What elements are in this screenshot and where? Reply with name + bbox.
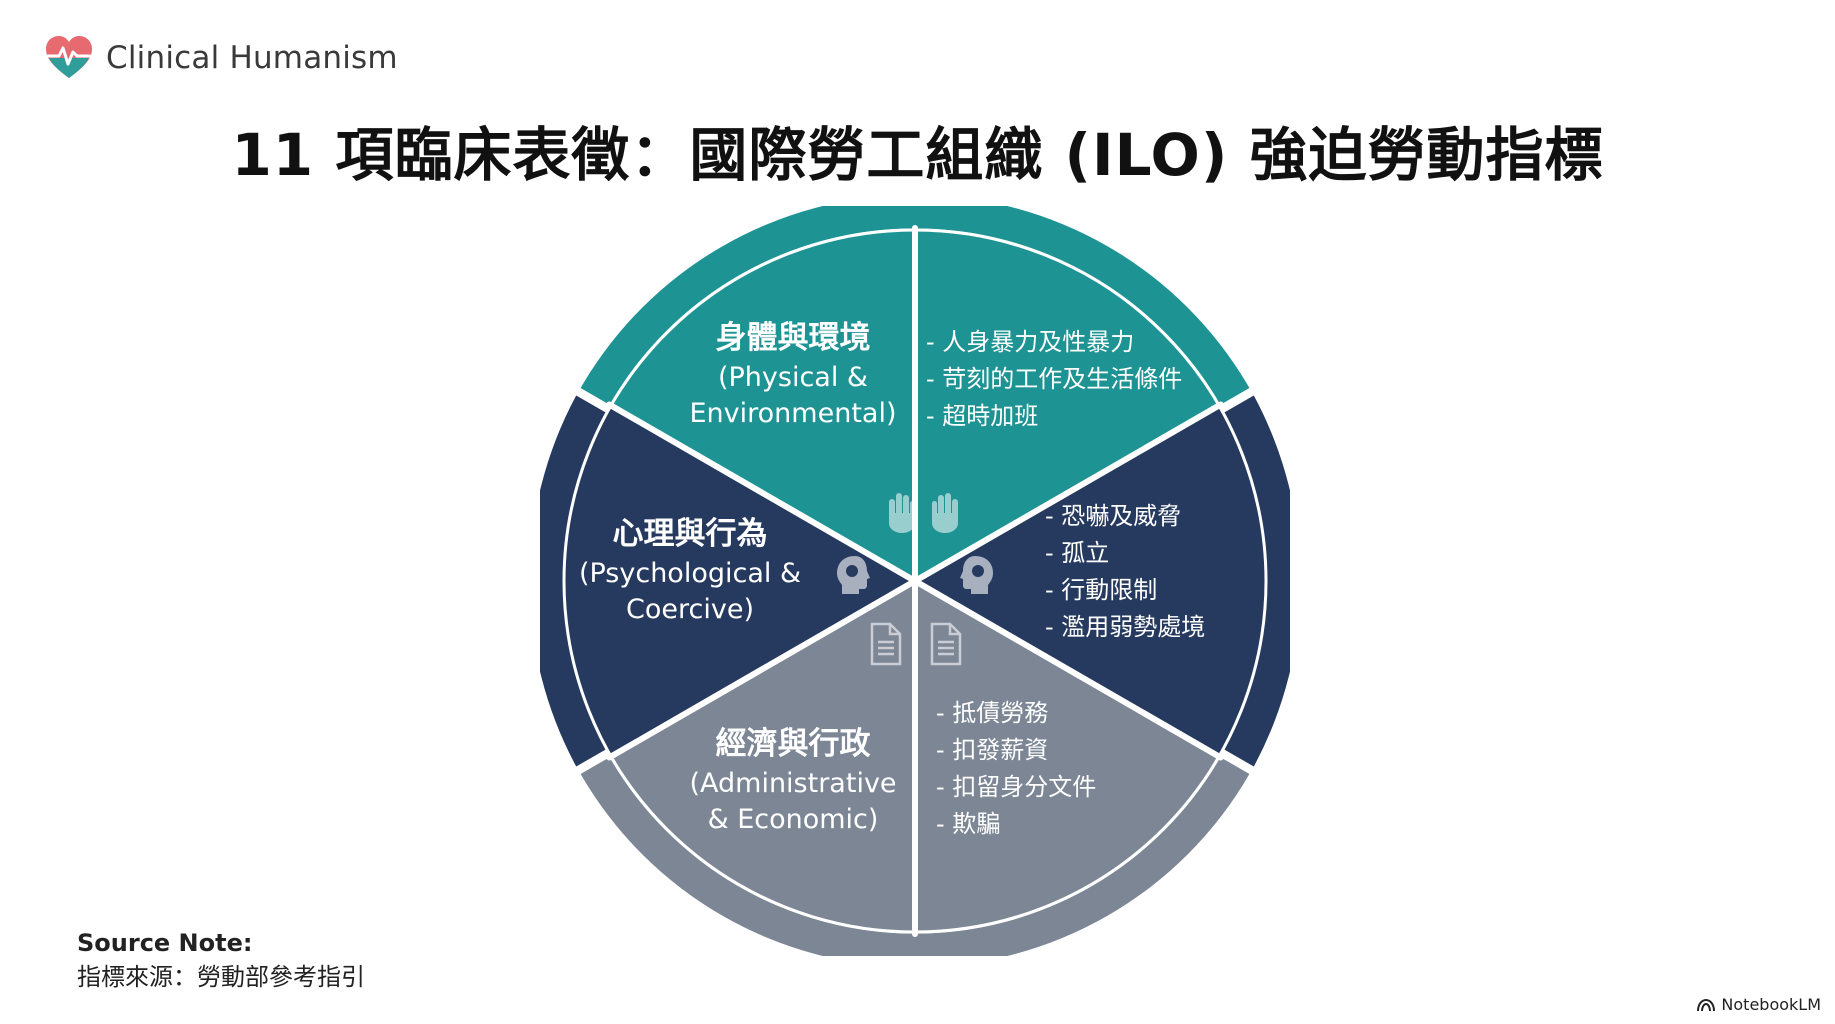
source-note-heading: Source Note: [77,929,253,957]
ilo-indicator-wheel: 身體與環境 (Physical & Environmental) 心理與行為 (… [540,206,1290,956]
category-economic-en-1: (Administrative [689,768,896,799]
economic-item-2: - 扣發薪資 [936,736,1048,764]
category-physical-en-1: (Physical & [718,362,868,393]
outer-arc-economic [580,757,1250,956]
category-psychological-en-1: (Psychological & [579,558,801,589]
category-economic-zh: 經濟與行政 [716,726,871,762]
footer-label: NotebookLM [1721,995,1821,1014]
physical-item-1: - 人身暴力及性暴力 [926,328,1134,356]
psychological-item-1: - 恐嚇及威脅 [1045,502,1181,530]
sector-dividers [606,225,1224,937]
source-note: Source Note: 指標來源：勞動部參考指引 [77,926,365,994]
physical-item-2: - 苛刻的工作及生活條件 [926,365,1182,393]
category-psychological-zh: 心理與行為 [613,516,768,552]
sector-physical-left [611,231,915,581]
brand-name: Clinical Humanism [106,40,398,76]
sector-economic-right [915,581,1219,931]
economic-item-1: - 抵債勞務 [936,699,1048,727]
economic-item-4: - 欺騙 [936,810,1000,838]
category-economic-en-2: & Economic) [708,804,879,835]
psychological-item-3: - 行動限制 [1045,576,1157,604]
source-note-text: 指標來源：勞動部參考指引 [77,963,365,991]
category-psychological-en-2: Coercive) [626,594,754,625]
page-title: 11 項臨床表徵：國際勞工組織 (ILO) 強迫勞動指標 [231,121,1604,189]
notebooklm-icon [1697,998,1716,1011]
brand: Clinical Humanism [44,34,398,82]
head-brain-icon [960,556,993,594]
psychological-item-2: - 孤立 [1045,539,1109,567]
psychological-item-4: - 濫用弱勢處境 [1045,613,1205,641]
sector-psychological-right [915,406,1265,756]
outer-arc-psychological-right [1223,395,1290,767]
category-physical-zh: 身體與環境 [716,320,871,356]
sector-physical-right [915,231,1219,581]
document-icon [930,622,962,666]
sector-economic-left [611,581,915,931]
economic-item-3: - 扣留身分文件 [936,773,1096,801]
hand-raised-icon [889,493,915,533]
document-icon [870,622,902,666]
head-brain-icon [837,556,870,594]
heart-pulse-icon [46,36,92,78]
physical-item-3: - 超時加班 [926,402,1038,430]
sector-psychological-left [565,406,915,756]
hand-raised-icon [932,493,958,533]
outer-arc-psychological-left [540,395,607,767]
category-physical-en-2: Environmental) [690,398,897,429]
footer-brand: NotebookLM [1697,995,1821,1014]
outer-arc-physical [580,206,1250,405]
